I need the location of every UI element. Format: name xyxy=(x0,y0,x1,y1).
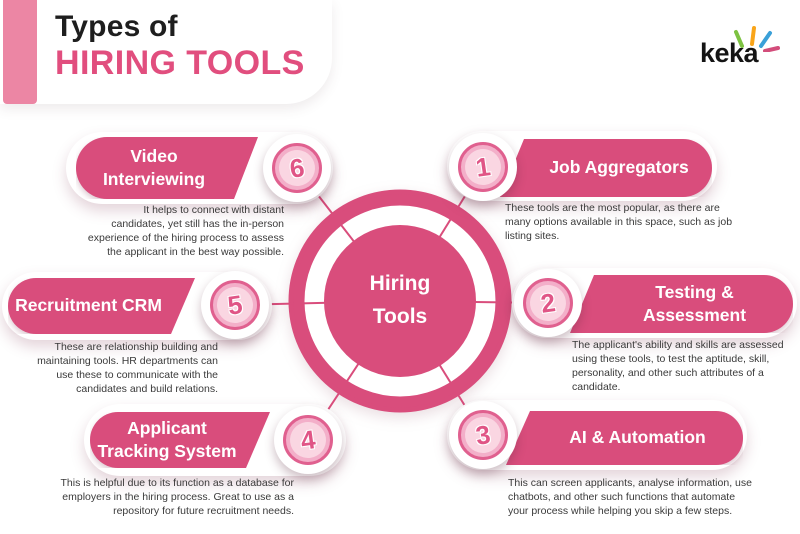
header-card: Types of HIRING TOOLS xyxy=(0,0,332,104)
logo-rays-icon xyxy=(734,26,780,52)
item-5-title: Recruitment CRM xyxy=(15,295,162,316)
item-4-description: This is helpful due to its function as a… xyxy=(60,477,294,517)
item-1-number: 1 xyxy=(462,146,504,188)
page-title-line2: HIRING TOOLS xyxy=(55,44,305,82)
keka-logo: keka xyxy=(692,20,788,70)
item-2-description: The applicant's ability and skills are a… xyxy=(572,339,784,393)
hub-label: Hiring Tools xyxy=(369,272,431,328)
logo-wordmark: keka xyxy=(700,38,759,68)
item-4-pill: Applicant Tracking System xyxy=(90,412,270,468)
item-3-number: 3 xyxy=(462,414,504,456)
item-2-badge: 2 xyxy=(514,269,582,337)
item-3-pill: AI & Automation xyxy=(506,411,743,465)
item-6-title: Video Interviewing xyxy=(102,145,206,189)
item-2-pill: Testing & Assessment xyxy=(570,275,793,333)
item-6-badge: 6 xyxy=(263,134,331,202)
item-2-title: Testing & Assessment xyxy=(642,281,747,325)
item-5-badge: 5 xyxy=(201,271,269,339)
item-4-title: Applicant Tracking System xyxy=(97,417,237,461)
item-1-badge: 1 xyxy=(449,133,517,201)
page-title-line1: Types of xyxy=(55,10,178,43)
item-1-pill: Job Aggregators xyxy=(500,139,712,197)
item-1-badge-ring: 1 xyxy=(458,142,508,192)
item-5-description: These are relationship building and main… xyxy=(37,341,218,395)
item-2-badge-ring: 2 xyxy=(523,278,573,328)
item-3-badge: 3 xyxy=(449,401,517,469)
item-6-badge-ring: 6 xyxy=(272,143,322,193)
item-4-badge-ring: 4 xyxy=(283,415,333,465)
header-accent-bar xyxy=(3,0,37,104)
item-6-number: 6 xyxy=(276,147,318,189)
item-5-number: 5 xyxy=(214,284,256,326)
item-5-badge-ring: 5 xyxy=(210,280,260,330)
item-3-badge-ring: 3 xyxy=(458,410,508,460)
item-1-description: These tools are the most popular, as the… xyxy=(505,202,733,242)
item-6-description: It helps to connect with distant candida… xyxy=(87,204,284,258)
item-1-title: Job Aggregators xyxy=(549,157,689,178)
item-5-pill: Recruitment CRM xyxy=(8,278,195,334)
item-4-badge: 4 xyxy=(274,406,342,474)
item-2-number: 2 xyxy=(527,282,569,324)
item-4-number: 4 xyxy=(287,419,329,461)
item-3-description: This can screen applicants, analyse info… xyxy=(508,477,752,517)
item-3-title: AI & Automation xyxy=(569,427,706,448)
item-6-pill: Video Interviewing xyxy=(76,137,258,199)
